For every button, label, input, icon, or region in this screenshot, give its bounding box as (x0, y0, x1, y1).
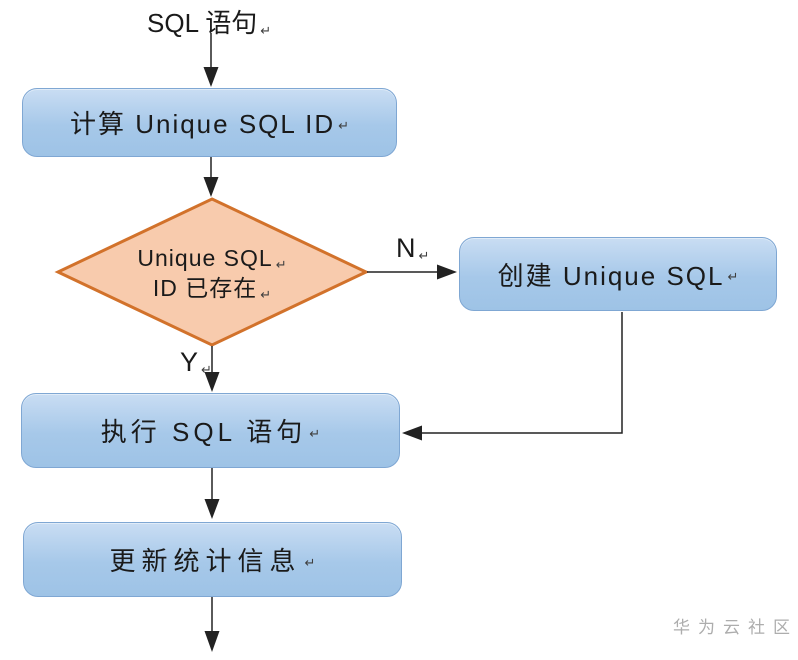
arrow-update-to-end (204, 597, 220, 652)
arrow-create-to-exec (402, 312, 623, 441)
node-update-label: 更新统计信息 (109, 546, 302, 576)
return-mark-icon: ↵ (201, 362, 212, 377)
decision-line-1: Unique SQL↵ (92, 245, 332, 275)
node-create-label: 创建 Unique SQL (497, 260, 725, 291)
decision-label: Unique SQL↵ ID 已存在↵ (92, 245, 332, 305)
return-mark-icon: ↵ (338, 117, 350, 133)
node-create-unique-sql: 创建 Unique SQL↵ (459, 237, 777, 311)
branch-label-no: N↵ (396, 233, 430, 263)
decision-line-2: ID 已存在↵ (92, 275, 332, 305)
return-mark-icon: ↵ (260, 23, 272, 38)
return-mark-icon: ↵ (727, 269, 739, 284)
node-exec-label: 执行 SQL 语句 (100, 417, 307, 447)
node-exec-sql: 执行 SQL 语句↵ (21, 393, 400, 468)
arrow-exec-to-update (204, 468, 220, 519)
branch-label-yes: Y↵ (180, 347, 212, 377)
node-update-stats: 更新统计信息↵ (23, 522, 402, 597)
node-calc-label: 计算 Unique SQL ID (69, 109, 336, 139)
arrow-no-branch (367, 264, 457, 280)
start-label: SQL 语句↵ (147, 3, 271, 40)
return-mark-icon: ↵ (304, 554, 316, 570)
watermark: 华为云社区 (673, 618, 798, 637)
return-mark-icon: ↵ (418, 248, 430, 263)
node-calc-unique-sql-id: 计算 Unique SQL ID↵ (22, 88, 397, 157)
arrow-calc-to-decision (203, 157, 219, 197)
start-label-text: SQL 语句 (147, 8, 258, 38)
arrow-start-to-calc (203, 33, 219, 87)
return-mark-icon: ↵ (309, 425, 321, 441)
arrow-yes-branch (204, 346, 220, 392)
return-mark-icon: ↵ (260, 287, 272, 302)
decision-diamond (54, 197, 370, 347)
return-mark-icon: ↵ (275, 257, 287, 272)
